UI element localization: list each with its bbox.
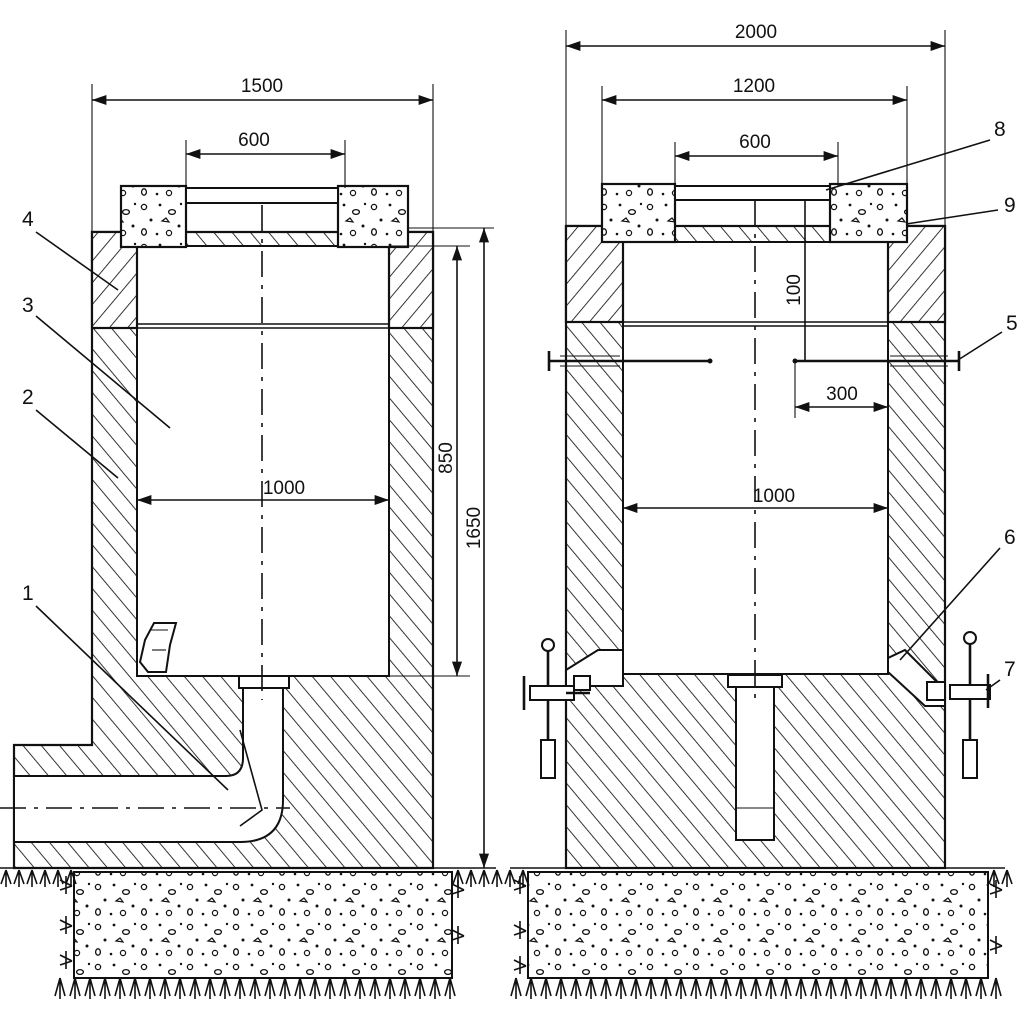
callout-2: 2 bbox=[22, 386, 34, 409]
left-cover-right bbox=[336, 184, 410, 249]
left-dim-opening-width: 600 bbox=[238, 130, 270, 151]
callouts: 4 3 2 1 8 9 5 6 7 bbox=[22, 118, 1018, 791]
left-hatch-lid bbox=[185, 187, 339, 204]
callout-7: 7 bbox=[1004, 658, 1016, 681]
callout-1: 1 bbox=[22, 582, 34, 605]
right-dim-neck-width: 1200 bbox=[733, 76, 775, 97]
left-dimensions: 1500 600 1000 850 1650 bbox=[91, 76, 494, 868]
left-pipe-flange bbox=[238, 675, 290, 689]
right-gravel-foundation bbox=[527, 871, 989, 979]
right-cover-left bbox=[600, 182, 677, 244]
right-hatch-lid bbox=[674, 185, 831, 201]
ground-texture bbox=[0, 869, 1013, 999]
left-gravel-foundation bbox=[73, 871, 453, 979]
callout-4: 4 bbox=[22, 208, 34, 231]
callout-6: 6 bbox=[1004, 526, 1016, 549]
left-outlet-pipe bbox=[13, 687, 284, 843]
callout-9: 9 bbox=[1004, 194, 1016, 217]
left-funnel bbox=[138, 622, 178, 673]
callout-5: 5 bbox=[1006, 312, 1018, 335]
right-manhole-section bbox=[510, 182, 1005, 979]
callout-8: 8 bbox=[994, 118, 1006, 141]
callout-3: 3 bbox=[22, 294, 34, 317]
left-cover-left bbox=[119, 184, 188, 249]
left-dim-inner-height: 850 bbox=[436, 442, 457, 474]
left-chamber bbox=[136, 245, 390, 677]
right-dim-inner-width: 1000 bbox=[753, 486, 795, 507]
right-dim-step-offset: 300 bbox=[826, 384, 858, 405]
right-cover-right bbox=[828, 182, 909, 244]
right-dimensions: 2000 1200 600 100 300 1000 bbox=[565, 22, 946, 514]
right-dim-opening-width: 600 bbox=[739, 132, 771, 153]
right-step-rungs bbox=[547, 351, 961, 371]
left-manhole-section bbox=[0, 184, 496, 979]
right-valve-left bbox=[522, 638, 624, 779]
right-dim-overall-width: 2000 bbox=[735, 22, 777, 43]
left-dim-inner-width: 1000 bbox=[263, 478, 305, 499]
right-dim-neck-depth: 100 bbox=[784, 274, 805, 306]
left-dim-total-height: 1650 bbox=[464, 507, 485, 549]
right-sump bbox=[735, 679, 775, 841]
left-dim-overall-width: 1500 bbox=[241, 76, 283, 97]
right-valve-right bbox=[887, 631, 991, 779]
